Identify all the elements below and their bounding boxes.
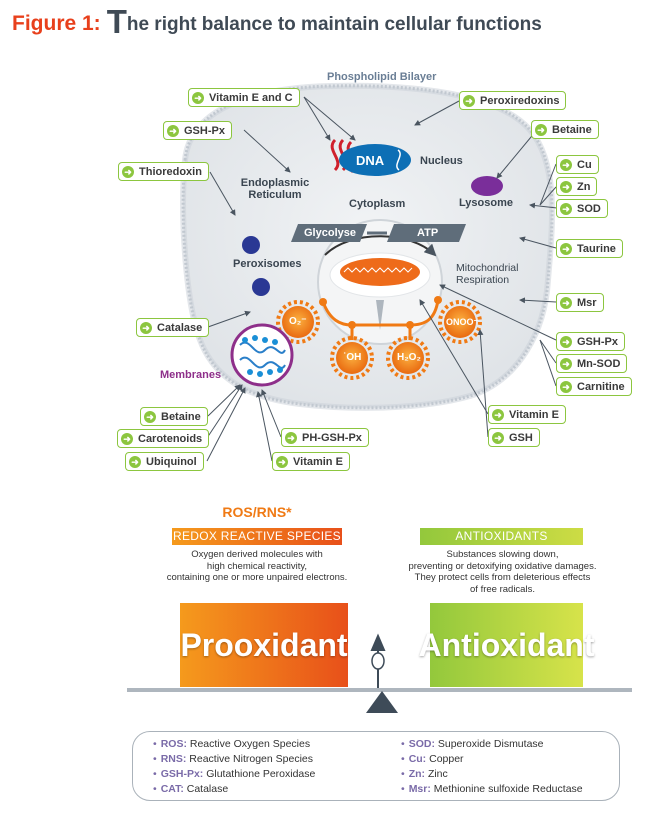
- legend-item: •CAT: Catalase: [153, 783, 229, 795]
- tag-msr[interactable]: ➜Msr: [556, 293, 604, 312]
- arrow-right-icon: ➜: [560, 202, 572, 215]
- peroxisome-dot-1: [242, 236, 260, 254]
- tag-betaine-top[interactable]: ➜Betaine: [531, 120, 599, 139]
- band-redox-reactive-species: REDOX REACTIVE SPECIES: [172, 528, 342, 545]
- arrow-right-icon: ➜: [129, 455, 141, 468]
- legend-item: •Zn: Zinc: [401, 768, 448, 780]
- antioxidant-block: Antioxidant: [419, 603, 595, 687]
- tag-gsh-px-right[interactable]: ➜GSH-Px: [556, 332, 625, 351]
- tag-ph-gsh-px[interactable]: ➜PH-GSH-Px: [281, 428, 369, 447]
- abbreviation-legend: •ROS: Reactive Oxygen Species •RNS: Reac…: [132, 731, 620, 801]
- tag-ubiquinol[interactable]: ➜Ubiquinol: [125, 452, 204, 471]
- arrow-right-icon: ➜: [276, 455, 288, 468]
- arrow-right-icon: ➜: [560, 180, 572, 193]
- tag-thioredoxin[interactable]: ➜Thioredoxin: [118, 162, 209, 181]
- legend-item: •RNS: Reactive Nitrogen Species: [153, 753, 314, 765]
- label-nucleus: Nucleus: [420, 155, 463, 167]
- label-peroxide: H₂O₂: [397, 352, 421, 363]
- arrow-right-icon: ➜: [285, 431, 297, 444]
- peroxynitrite-sun: [438, 300, 482, 344]
- tag-carnitine[interactable]: ➜Carnitine: [556, 377, 632, 396]
- label-membranes: Membranes: [160, 369, 222, 381]
- label-peroxynitrite: ONOO⁻: [446, 317, 479, 327]
- arrow-right-icon: ➜: [535, 123, 547, 136]
- tag-mn-sod[interactable]: ➜Mn-SOD: [556, 354, 628, 373]
- arrow-right-icon: ➜: [463, 94, 475, 107]
- label-atp: ATP: [417, 227, 439, 239]
- prooxidant-block: Prooxidant: [180, 603, 348, 687]
- arrow-right-icon: ➜: [192, 91, 204, 104]
- figure-title: Figure 1:The right balance to maintain c…: [12, 5, 542, 38]
- legend-item: •Msr: Methionine sulfoxide Reductase: [401, 783, 583, 795]
- arrow-right-icon: ➜: [492, 408, 504, 421]
- ros-rns-title: ROS/RNS*: [222, 504, 292, 520]
- arrow-right-icon: ➜: [144, 410, 156, 423]
- label-cytoplasm: Cytoplasm: [349, 198, 406, 210]
- legend-item: •SOD: Superoxide Dismutase: [401, 738, 544, 750]
- tag-vitamin-e-c[interactable]: ➜Vitamin E and C: [188, 88, 300, 107]
- legend-item: •ROS: Reactive Oxygen Species: [153, 738, 311, 750]
- band-antioxidants: ANTIOXIDANTS: [420, 528, 583, 545]
- label-hydroxyl: ˙OH: [343, 352, 362, 363]
- arrow-right-icon: ➜: [167, 124, 179, 137]
- tag-catalase[interactable]: ➜Catalase: [136, 318, 210, 337]
- label-peroxisomes: Peroxisomes: [233, 258, 302, 270]
- label-phospholipid-bilayer: Phospholipid Bilayer: [327, 71, 437, 83]
- peroxide-sun: [386, 336, 430, 380]
- antioxidant-description: Substances slowing down,preventing or de…: [408, 549, 597, 595]
- tag-gsh-px-top[interactable]: ➜GSH-Px: [163, 121, 232, 140]
- arrow-right-icon: ➜: [121, 432, 133, 445]
- tag-carotenoids[interactable]: ➜Carotenoids: [117, 429, 210, 448]
- arrow-right-icon: ➜: [122, 165, 134, 178]
- title-initial: T: [106, 3, 127, 40]
- tag-taurine[interactable]: ➜Taurine: [556, 239, 623, 258]
- tag-cu[interactable]: ➜Cu: [556, 155, 599, 174]
- arrow-right-icon: ➜: [140, 321, 152, 334]
- arrow-right-icon: ➜: [560, 158, 572, 171]
- arrow-right-icon: ➜: [560, 335, 572, 348]
- tag-sod[interactable]: ➜SOD: [556, 199, 608, 218]
- label-superoxide: O₂⁻: [289, 316, 307, 327]
- tag-zn[interactable]: ➜Zn: [556, 177, 598, 196]
- arrow-right-icon: ➜: [560, 357, 572, 370]
- label-lysosome: Lysosome: [459, 197, 514, 209]
- label-dna: DNA: [356, 153, 385, 168]
- legend-item: •GSH-Px: Glutathione Peroxidase: [153, 768, 316, 780]
- tag-peroxiredoxins[interactable]: ➜Peroxiredoxins: [459, 91, 567, 110]
- tag-betaine-bottom[interactable]: ➜Betaine: [140, 407, 208, 426]
- legend-item: •Cu: Copper: [401, 753, 464, 765]
- mitochondrion: [317, 219, 443, 345]
- figure-number: Figure 1:: [12, 12, 101, 35]
- label-glycolyse: Glycolyse: [304, 227, 356, 239]
- peroxisome-dot-2: [252, 278, 270, 296]
- tag-vitamin-e-right[interactable]: ➜Vitamin E: [488, 405, 566, 424]
- tag-vitamin-e-bottom[interactable]: ➜Vitamin E: [272, 452, 350, 471]
- superoxide-sun: [276, 300, 320, 344]
- arrow-right-icon: ➜: [492, 431, 504, 444]
- lysosome-shape: [471, 176, 503, 196]
- title-text: he right balance to maintain cellular fu…: [126, 14, 542, 35]
- balance-scale: [127, 633, 632, 713]
- membrane-bilayer-icon: [230, 323, 294, 387]
- dna-icon: [330, 138, 411, 176]
- arrow-right-icon: ➜: [560, 380, 572, 393]
- tag-gsh[interactable]: ➜GSH: [488, 428, 540, 447]
- arrow-right-icon: ➜: [560, 242, 572, 255]
- hydroxyl-sun: [330, 336, 374, 380]
- arrow-right-icon: ➜: [560, 296, 572, 309]
